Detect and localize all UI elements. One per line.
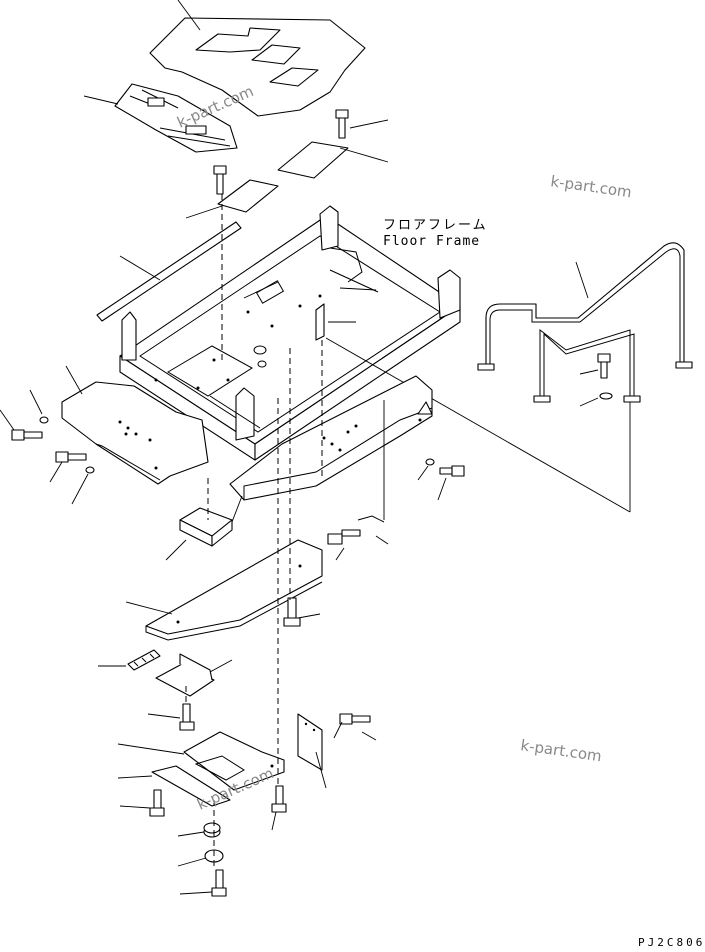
drawing-code: PJ2C806 xyxy=(638,936,705,949)
floor-plate-right xyxy=(229,375,433,523)
small-bracket-plate xyxy=(117,765,231,807)
caption-japanese: フロアフレーム xyxy=(383,218,488,233)
dashed-guide-lines xyxy=(185,194,385,870)
caption: フロアフレーム Floor Frame xyxy=(383,218,488,249)
right-bolts xyxy=(417,458,465,501)
bolt-upper-left xyxy=(213,165,227,195)
side-bolt xyxy=(333,713,377,741)
bolt-bottom-left xyxy=(147,703,195,731)
cover-block xyxy=(165,507,233,561)
clip xyxy=(98,649,161,671)
bolt-bottom-end xyxy=(179,869,227,897)
cover-plate-right xyxy=(277,141,389,179)
seal-strip xyxy=(96,221,242,322)
handrail xyxy=(477,242,693,403)
cap xyxy=(177,849,224,867)
bolt-upper-right xyxy=(335,109,389,139)
side-panel xyxy=(297,713,327,789)
cover-plate-left xyxy=(185,179,279,219)
step-mat xyxy=(83,83,238,153)
lower-cover-plate xyxy=(117,731,285,791)
floor-frame xyxy=(119,205,631,513)
under-bolt-center xyxy=(283,597,321,627)
watermark-2: k-part.com xyxy=(549,172,632,201)
left-bolts xyxy=(0,389,95,505)
floor-plate-left xyxy=(61,365,209,485)
floor-mat xyxy=(149,0,366,117)
caption-english: Floor Frame xyxy=(383,234,480,249)
watermark-3: k-part.com xyxy=(519,736,602,765)
bolt-bottom-left-2 xyxy=(119,789,165,817)
grommet xyxy=(177,822,221,838)
hook-bolt xyxy=(327,515,389,561)
handrail-bolt xyxy=(579,353,613,407)
bolt-bottom-center xyxy=(271,785,287,831)
bracket xyxy=(155,653,233,697)
